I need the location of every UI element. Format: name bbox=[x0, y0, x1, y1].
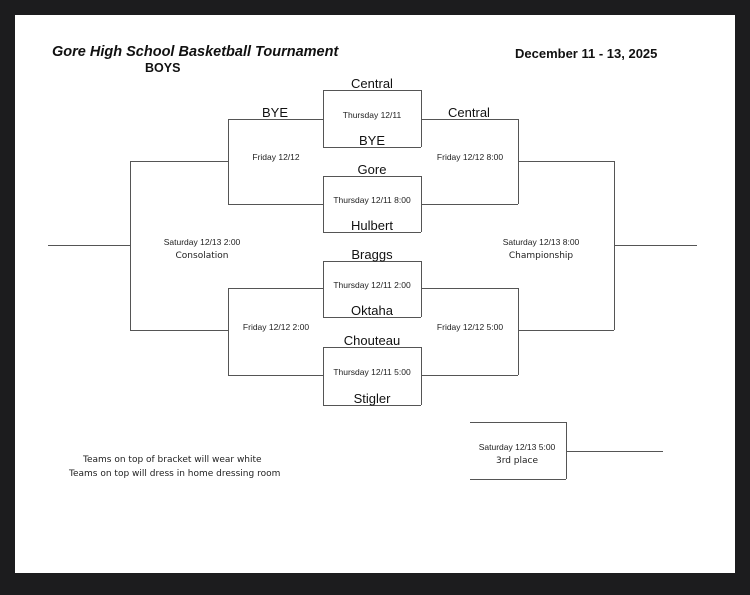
bracket-line bbox=[421, 90, 422, 147]
game3-bottom-team: Oktaha bbox=[351, 303, 393, 318]
bracket-line bbox=[421, 375, 518, 376]
bracket-line bbox=[421, 288, 518, 289]
bracket-line bbox=[48, 245, 130, 246]
bracket-line bbox=[323, 347, 324, 405]
bracket-line bbox=[228, 375, 323, 376]
bracket-line bbox=[518, 330, 614, 331]
bracket-line bbox=[421, 347, 422, 405]
division-label: BOYS bbox=[145, 61, 181, 75]
bracket-line bbox=[323, 176, 324, 232]
bracket-line bbox=[421, 204, 518, 205]
bracket-line bbox=[323, 232, 421, 233]
bracket-line bbox=[130, 330, 228, 331]
game2-time: Thursday 12/11 8:00 bbox=[333, 195, 411, 205]
bracket-page bbox=[15, 15, 735, 573]
tournament-dates: December 11 - 13, 2025 bbox=[515, 46, 658, 61]
bracket-line bbox=[323, 405, 421, 406]
bracket-line bbox=[323, 147, 421, 148]
consolation-r2-top-team: BYE bbox=[261, 105, 288, 120]
bracket-line bbox=[130, 161, 131, 330]
tournament-title: Gore High School Basketball Tournament bbox=[52, 44, 339, 60]
bracket-line bbox=[323, 176, 421, 177]
game4-bottom-team: Stigler bbox=[353, 391, 391, 406]
bracket-line bbox=[228, 119, 323, 120]
bracket-line bbox=[323, 347, 421, 348]
note-jersey: Teams on top of bracket will wear white bbox=[83, 455, 262, 465]
bracket-line bbox=[566, 451, 663, 452]
winners-r2-top-team: Central bbox=[448, 105, 490, 120]
bracket-line bbox=[228, 204, 323, 205]
consolation-final-label: Consolation bbox=[175, 251, 229, 261]
bracket-line bbox=[421, 261, 422, 317]
bracket-line bbox=[323, 261, 421, 262]
championship-label: Championship bbox=[508, 251, 574, 261]
bracket-line bbox=[323, 90, 324, 147]
winners-r2-game2-time: Friday 12/12 5:00 bbox=[436, 322, 504, 332]
game3-top-team: Braggs bbox=[351, 247, 393, 262]
bracket-line bbox=[228, 288, 323, 289]
bracket-line bbox=[566, 422, 567, 479]
bracket-line bbox=[470, 422, 566, 423]
bracket-line bbox=[323, 90, 421, 91]
bracket-line bbox=[228, 119, 229, 204]
bracket-line bbox=[130, 161, 228, 162]
bracket-line bbox=[470, 479, 566, 480]
game2-top-team: Gore bbox=[357, 162, 387, 177]
game1-time: Thursday 12/11 bbox=[342, 110, 402, 120]
winners-r2-game1-time: Friday 12/12 8:00 bbox=[436, 152, 504, 162]
bracket-line bbox=[228, 288, 229, 375]
third-place-label: 3rd place bbox=[495, 456, 539, 466]
note-dressing-room: Teams on top will dress in home dressing… bbox=[69, 469, 281, 479]
game1-bottom-team: BYE bbox=[358, 133, 385, 148]
bracket-line bbox=[323, 317, 421, 318]
bracket-line bbox=[614, 245, 697, 246]
consolation-r2-game1-time: Friday 12/12 bbox=[252, 152, 300, 162]
game4-top-team: Chouteau bbox=[343, 333, 401, 348]
consolation-r2-game2-time: Friday 12/12 2:00 bbox=[242, 322, 310, 332]
third-place-time: Saturday 12/13 5:00 bbox=[478, 442, 556, 452]
game2-bottom-team: Hulbert bbox=[351, 218, 393, 233]
game4-time: Thursday 12/11 5:00 bbox=[333, 367, 411, 377]
bracket-line bbox=[518, 161, 614, 162]
consolation-final-time: Saturday 12/13 2:00 bbox=[163, 237, 241, 247]
game1-top-team: Central bbox=[351, 76, 393, 91]
game3-time: Thursday 12/11 2:00 bbox=[333, 280, 411, 290]
bracket-line bbox=[323, 261, 324, 317]
bracket-line bbox=[518, 288, 519, 375]
bracket-line bbox=[421, 119, 518, 120]
championship-time: Saturday 12/13 8:00 bbox=[502, 237, 580, 247]
